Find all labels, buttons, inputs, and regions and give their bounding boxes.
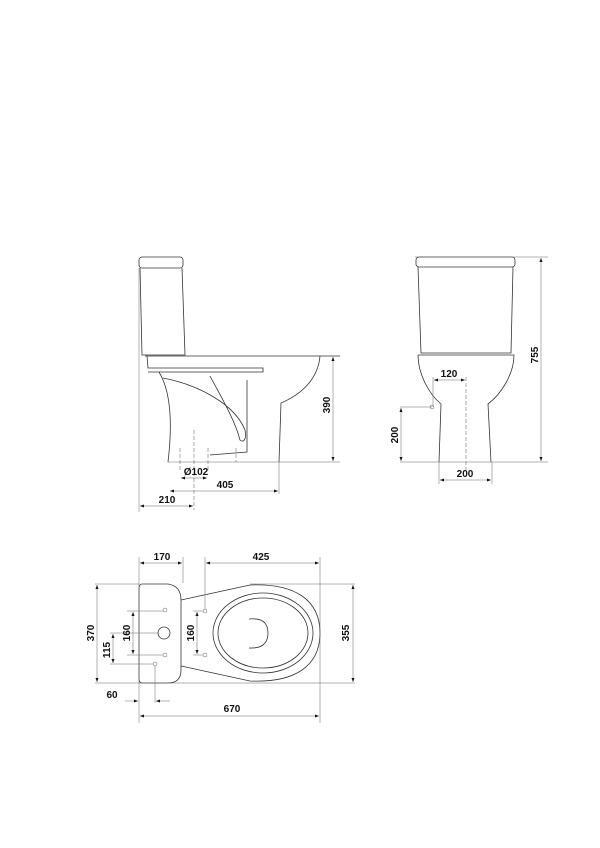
outlet-pipe [209,380,248,456]
dim-label-670: 670 [224,704,241,715]
dim-label-355: 355 [341,624,352,641]
center-lines [179,430,237,510]
bowl-hole [202,652,208,658]
dim-label-200-height: 200 [390,426,401,443]
tank-hole [152,661,158,667]
dim-label-370: 370 [86,624,97,641]
bowl-hole [202,608,208,614]
tank-lid [415,256,516,268]
tank [139,267,186,356]
bowl-back [158,371,171,463]
drain-opening [248,618,269,649]
dim-label-60: 60 [106,690,118,701]
tank-hole [162,607,168,613]
front-view: 755 120 200 200 [390,256,548,484]
dim-label-160-tank: 160 [122,624,133,641]
tank-outline [138,583,182,684]
dim-label-120: 120 [441,369,458,380]
seat [145,355,340,373]
dim-label-160-bowl: 160 [186,624,197,641]
top-view: 170 425 355 370 160 115 160 60 670 [86,552,355,723]
side-view: 390 Ø102 405 210 [138,256,340,512]
bowl-front [278,355,321,463]
bowl [417,354,515,463]
trap [162,375,246,442]
tank [417,266,514,354]
dim-label-170: 170 [154,552,171,563]
extension-lines [400,256,548,463]
dim-label-755: 755 [530,346,541,363]
tank-outlet-hole [157,626,171,640]
extension-lines [95,557,355,723]
dim-label-102: Ø102 [184,467,209,478]
dim-label-425: 425 [253,552,270,563]
dim-label-115: 115 [102,641,113,658]
bowl-rim [212,592,314,674]
extension-lines [138,268,340,512]
bowl-inner [217,597,309,669]
foot-extension [438,462,493,484]
inlet-extension [400,377,434,408]
tank-lid [138,256,184,269]
dim-label-200-width: 200 [457,469,474,480]
tank-hole [162,652,168,658]
dim-label-210: 210 [159,495,176,506]
dim-label-405: 405 [217,480,234,491]
dim-label-390: 390 [322,396,333,413]
